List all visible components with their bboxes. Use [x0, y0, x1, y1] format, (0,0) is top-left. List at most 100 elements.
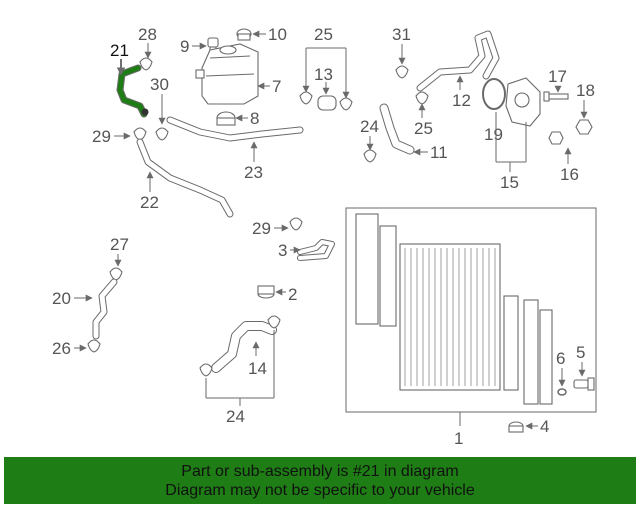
callout-24-upper: 24 [360, 117, 379, 151]
svg-text:8: 8 [250, 109, 259, 128]
callout-29-mid: 29 [252, 219, 289, 238]
part-21-hose[interactable] [116, 64, 149, 118]
part-18-nut[interactable] [575, 119, 593, 135]
callout-8: 8 [235, 109, 259, 128]
callout-29-upper: 29 [92, 127, 131, 146]
part-24-clamp-upper[interactable] [363, 149, 377, 163]
svg-text:1: 1 [454, 429, 463, 448]
callout-21: 21 [110, 41, 129, 76]
callout-25-upper: 25 [302, 25, 350, 99]
svg-text:16: 16 [560, 165, 579, 184]
callout-2: 2 [275, 285, 297, 304]
svg-text:26: 26 [52, 339, 71, 358]
part-31-clamp[interactable] [395, 65, 409, 79]
svg-text:4: 4 [540, 417, 549, 436]
svg-text:29: 29 [92, 127, 111, 146]
callout-23: 23 [244, 141, 263, 182]
callout-10: 10 [252, 25, 287, 44]
part-3-pipe[interactable] [297, 239, 335, 261]
svg-text:10: 10 [268, 25, 287, 44]
callout-14: 14 [248, 341, 267, 378]
part-2-grommet[interactable] [257, 285, 275, 299]
banner-line-1: Part or sub-assembly is #21 in diagram [181, 463, 459, 480]
svg-text:25: 25 [414, 119, 433, 138]
svg-text:29: 29 [252, 219, 271, 238]
svg-text:5: 5 [576, 343, 585, 362]
svg-text:31: 31 [392, 25, 411, 44]
svg-text:19: 19 [484, 125, 503, 144]
svg-text:2: 2 [288, 285, 297, 304]
svg-text:15: 15 [500, 173, 519, 192]
callout-31: 31 [392, 25, 411, 65]
banner-line-2: Diagram may not be specific to your vehi… [165, 482, 475, 499]
part-25-clamp-mid[interactable] [415, 91, 429, 105]
svg-text:6: 6 [556, 349, 565, 368]
part-25-clamps[interactable] [299, 91, 353, 111]
part-7-reservoir[interactable] [195, 43, 259, 105]
callout-20: 20 [52, 289, 93, 308]
svg-text:13: 13 [314, 65, 333, 84]
part-1-radiator-assembly[interactable] [345, 207, 597, 413]
part-8-cap[interactable] [216, 111, 236, 126]
svg-text:3: 3 [278, 241, 287, 260]
part-5-drain-plug[interactable] [573, 377, 595, 391]
callout-6: 6 [556, 349, 566, 387]
svg-text:30: 30 [150, 75, 169, 94]
callout-24-lower: 24 [205, 330, 275, 426]
callout-17: 17 [548, 67, 567, 93]
part-10-cap[interactable] [236, 28, 252, 41]
callout-18: 18 [576, 81, 595, 119]
part-13-hose[interactable] [317, 95, 337, 111]
svg-text:28: 28 [138, 25, 157, 44]
svg-text:17: 17 [548, 67, 567, 86]
part-12-pipe[interactable] [416, 30, 500, 92]
callout-25-mid: 25 [414, 103, 433, 138]
svg-text:18: 18 [576, 81, 595, 100]
callout-11: 11 [413, 143, 448, 162]
part-28-clamp[interactable] [139, 57, 153, 71]
callout-22: 22 [140, 171, 159, 212]
svg-text:21: 21 [110, 41, 129, 60]
part-17-bolt[interactable] [543, 91, 569, 102]
callout-30: 30 [150, 75, 169, 125]
part-11-hose[interactable] [379, 103, 415, 155]
part-19-gasket[interactable] [482, 78, 506, 110]
svg-text:25: 25 [314, 25, 333, 44]
callout-15: 15 [495, 112, 527, 192]
part-22-hose[interactable] [136, 138, 234, 218]
svg-text:20: 20 [52, 289, 71, 308]
part-4-cap[interactable] [508, 421, 524, 433]
callout-16: 16 [560, 147, 579, 184]
svg-text:14: 14 [248, 359, 267, 378]
svg-text:11: 11 [430, 143, 448, 162]
callout-28: 28 [138, 25, 157, 59]
svg-text:23: 23 [244, 163, 263, 182]
svg-text:27: 27 [110, 235, 129, 254]
part-23-hose[interactable] [166, 116, 304, 142]
callout-1: 1 [454, 412, 463, 448]
info-banner: Part or sub-assembly is #21 in diagram D… [4, 457, 636, 504]
part-30-clamp[interactable] [155, 127, 169, 141]
part-15-housing[interactable] [505, 77, 541, 127]
callout-9: 9 [180, 37, 207, 56]
part-29-clamp-mid[interactable] [289, 217, 303, 231]
callout-13: 13 [314, 65, 333, 95]
part-24-clamps-lower[interactable] [199, 315, 281, 377]
svg-text:7: 7 [272, 77, 281, 96]
svg-text:24: 24 [360, 117, 379, 136]
part-14-hose[interactable] [211, 321, 277, 373]
part-29-clamp[interactable] [133, 127, 147, 141]
part-20-hose[interactable] [92, 278, 118, 340]
callout-7: 7 [257, 77, 281, 96]
svg-text:12: 12 [452, 91, 471, 110]
callout-5: 5 [576, 343, 586, 377]
part-16-bolt[interactable] [548, 131, 564, 145]
part-27-clamp[interactable] [109, 267, 123, 281]
callout-12: 12 [452, 75, 471, 110]
callout-3: 3 [278, 241, 301, 260]
part-6-oring[interactable] [557, 388, 567, 396]
part-26-clamp[interactable] [87, 339, 101, 353]
svg-text:9: 9 [180, 37, 189, 56]
callout-19: 19 [484, 125, 503, 144]
